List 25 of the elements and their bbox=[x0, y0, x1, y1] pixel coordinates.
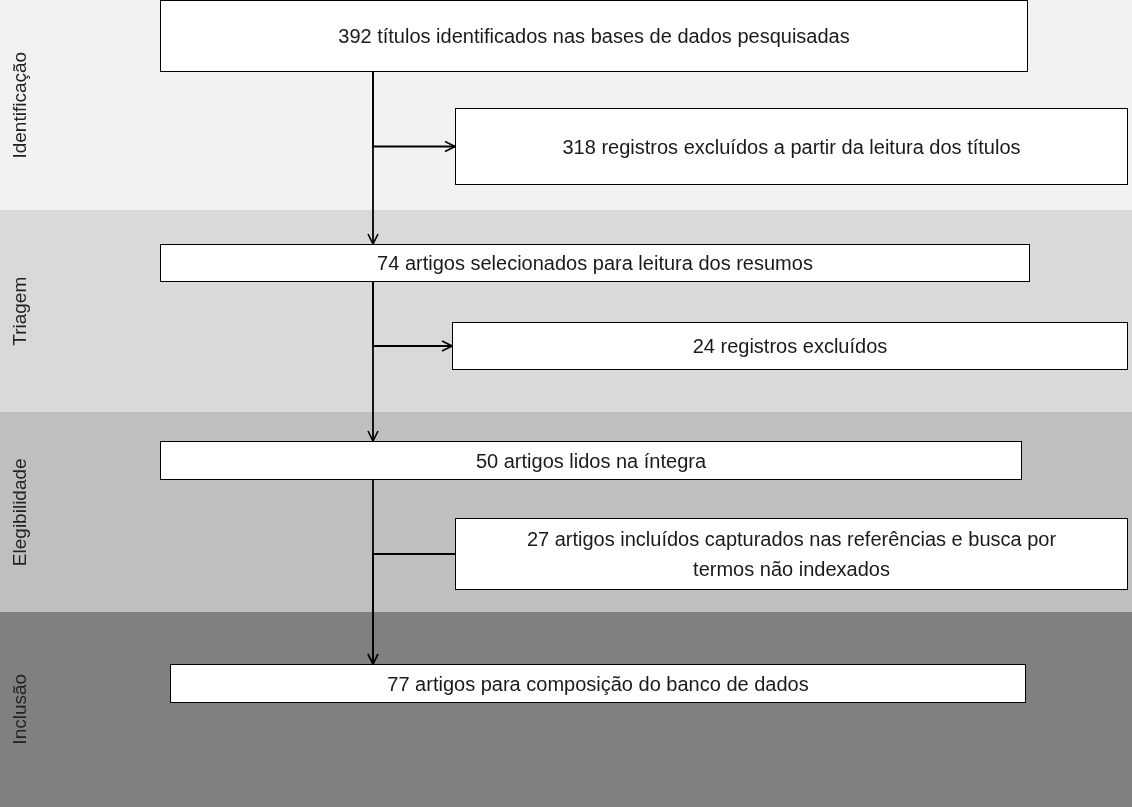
stage-band bbox=[0, 412, 1132, 612]
box-text: 77 artigos para composição do banco de dados bbox=[387, 671, 809, 697]
process-box bbox=[452, 322, 1128, 370]
stage-label: Identificação bbox=[7, 51, 31, 159]
process-box bbox=[170, 664, 1026, 703]
process-box bbox=[160, 441, 1022, 480]
arrow bbox=[372, 71, 456, 153]
box-text: 392 títulos identificados nas bases de dados pesquisadas bbox=[338, 24, 850, 49]
box-text: 74 artigos selecionados para leitura dos resumos bbox=[377, 251, 813, 276]
process-box bbox=[455, 108, 1128, 185]
stage-band bbox=[0, 210, 1132, 412]
stage-band bbox=[0, 612, 1132, 807]
process-box bbox=[160, 244, 1030, 282]
process-box bbox=[455, 518, 1128, 590]
arrow bbox=[367, 553, 456, 665]
arrow bbox=[372, 281, 453, 352]
stage-label: Inclusão bbox=[7, 674, 31, 745]
stage-label: Triagem bbox=[7, 276, 31, 346]
stage-band bbox=[0, 0, 1132, 210]
box-text: 50 artigos lidos na íntegra bbox=[475, 448, 707, 474]
process-box bbox=[160, 0, 1028, 72]
box-text: 24 registros excluídos bbox=[692, 334, 888, 359]
box-text: 27 artigos incluídos capturados nas referências e busca por termos não indexados bbox=[525, 527, 1058, 582]
box-text: 318 registros excluídos a partir da leitura dos títulos bbox=[562, 134, 1021, 160]
stage-label: Elegibilidade bbox=[7, 458, 31, 566]
